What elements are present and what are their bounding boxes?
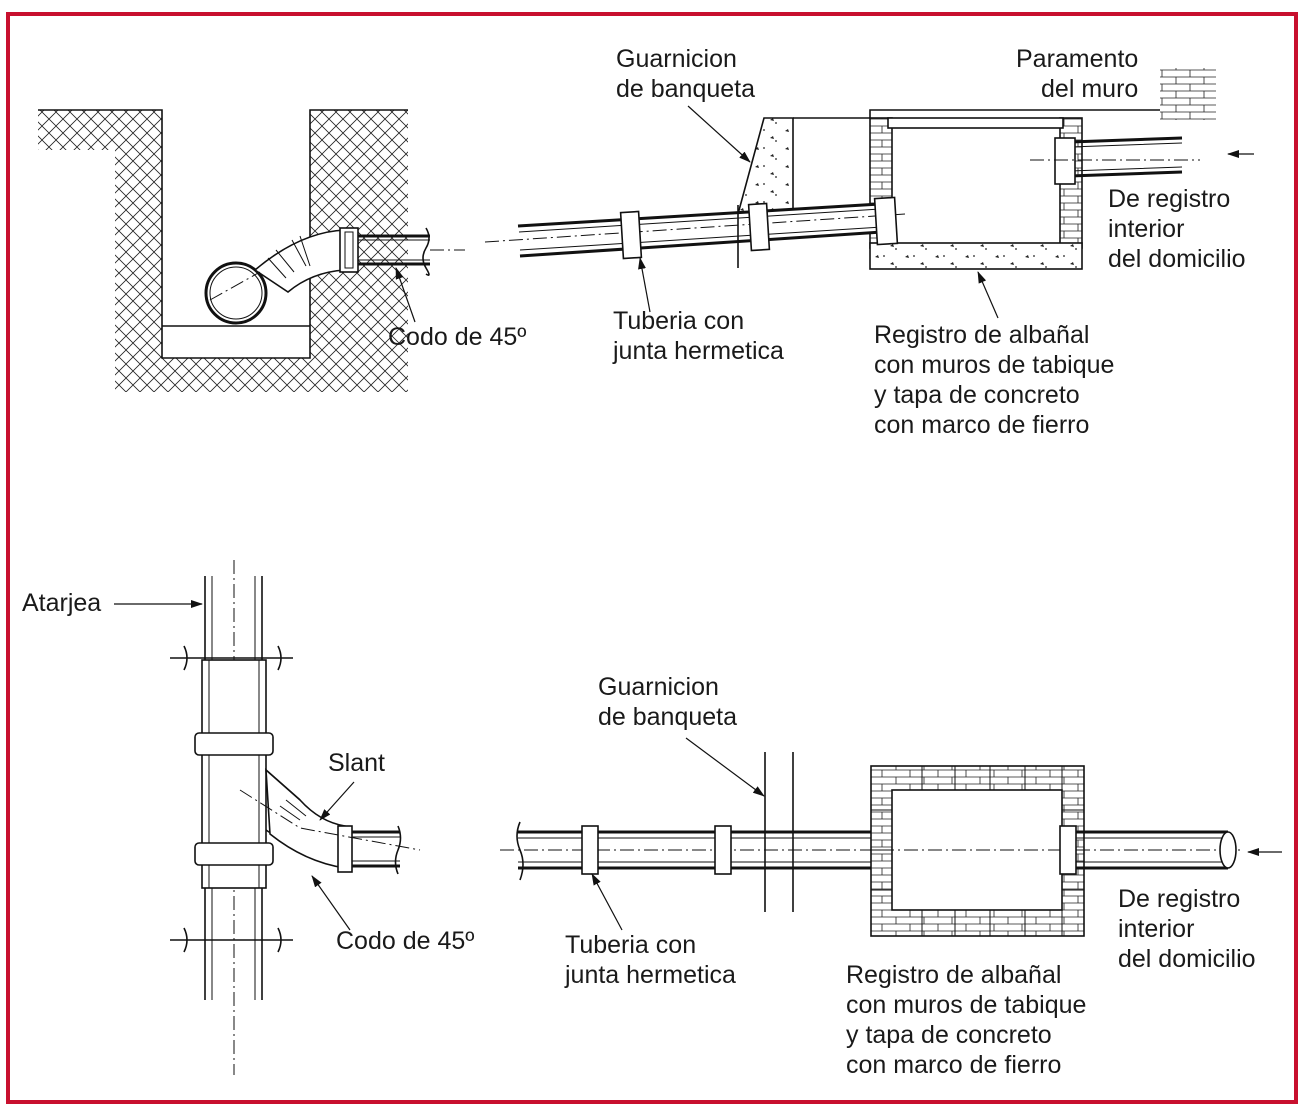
sewer-main-plan [170,560,421,1075]
paramento-wall [1160,68,1216,120]
registro-label-top: Registro de albañal con muros de tabique… [874,321,1115,439]
sewer-main-section [204,261,268,325]
codo-label-bottom: Codo de 45º [336,927,475,955]
tee-fitting [194,659,301,889]
paramento-label: Paramento del muro [1016,45,1139,103]
incoming-pipe-plan [1059,825,1237,875]
registro-box-plan [870,765,1085,937]
incoming-pipe-top [1030,136,1200,185]
de-registro-label-bottom: De registro interior del domicilio [1118,885,1256,973]
curb-section [736,117,794,215]
slant-label: Slant [328,749,385,777]
de-registro-label-top: De registro interior del domicilio [1108,185,1246,273]
codo-45-elbow-top [253,227,359,293]
pipe-stub-top [358,227,430,276]
codo-label-top: Codo de 45º [388,323,527,351]
guarnicion-label-bottom: Guarnicion de banqueta [598,673,738,731]
longitudinal-section-top [484,68,1254,270]
trench-section [38,109,465,392]
registro-label-bottom: Registro de albañal con muros de tabique… [846,961,1087,1079]
longitudinal-plan-bottom [500,752,1282,937]
tuberia-label-bottom: Tuberia con junta hermetica [565,931,736,989]
sloped-pipe [484,196,906,260]
slant-elbow-plan [239,768,421,875]
tuberia-label-top: Tuberia con junta hermetica [613,307,784,365]
guarnicion-label-top: Guarnicion de banqueta [616,45,756,103]
soil-hatch [38,110,408,392]
diagram-frame [6,12,1298,1104]
atarjea-label: Atarjea [22,589,102,617]
